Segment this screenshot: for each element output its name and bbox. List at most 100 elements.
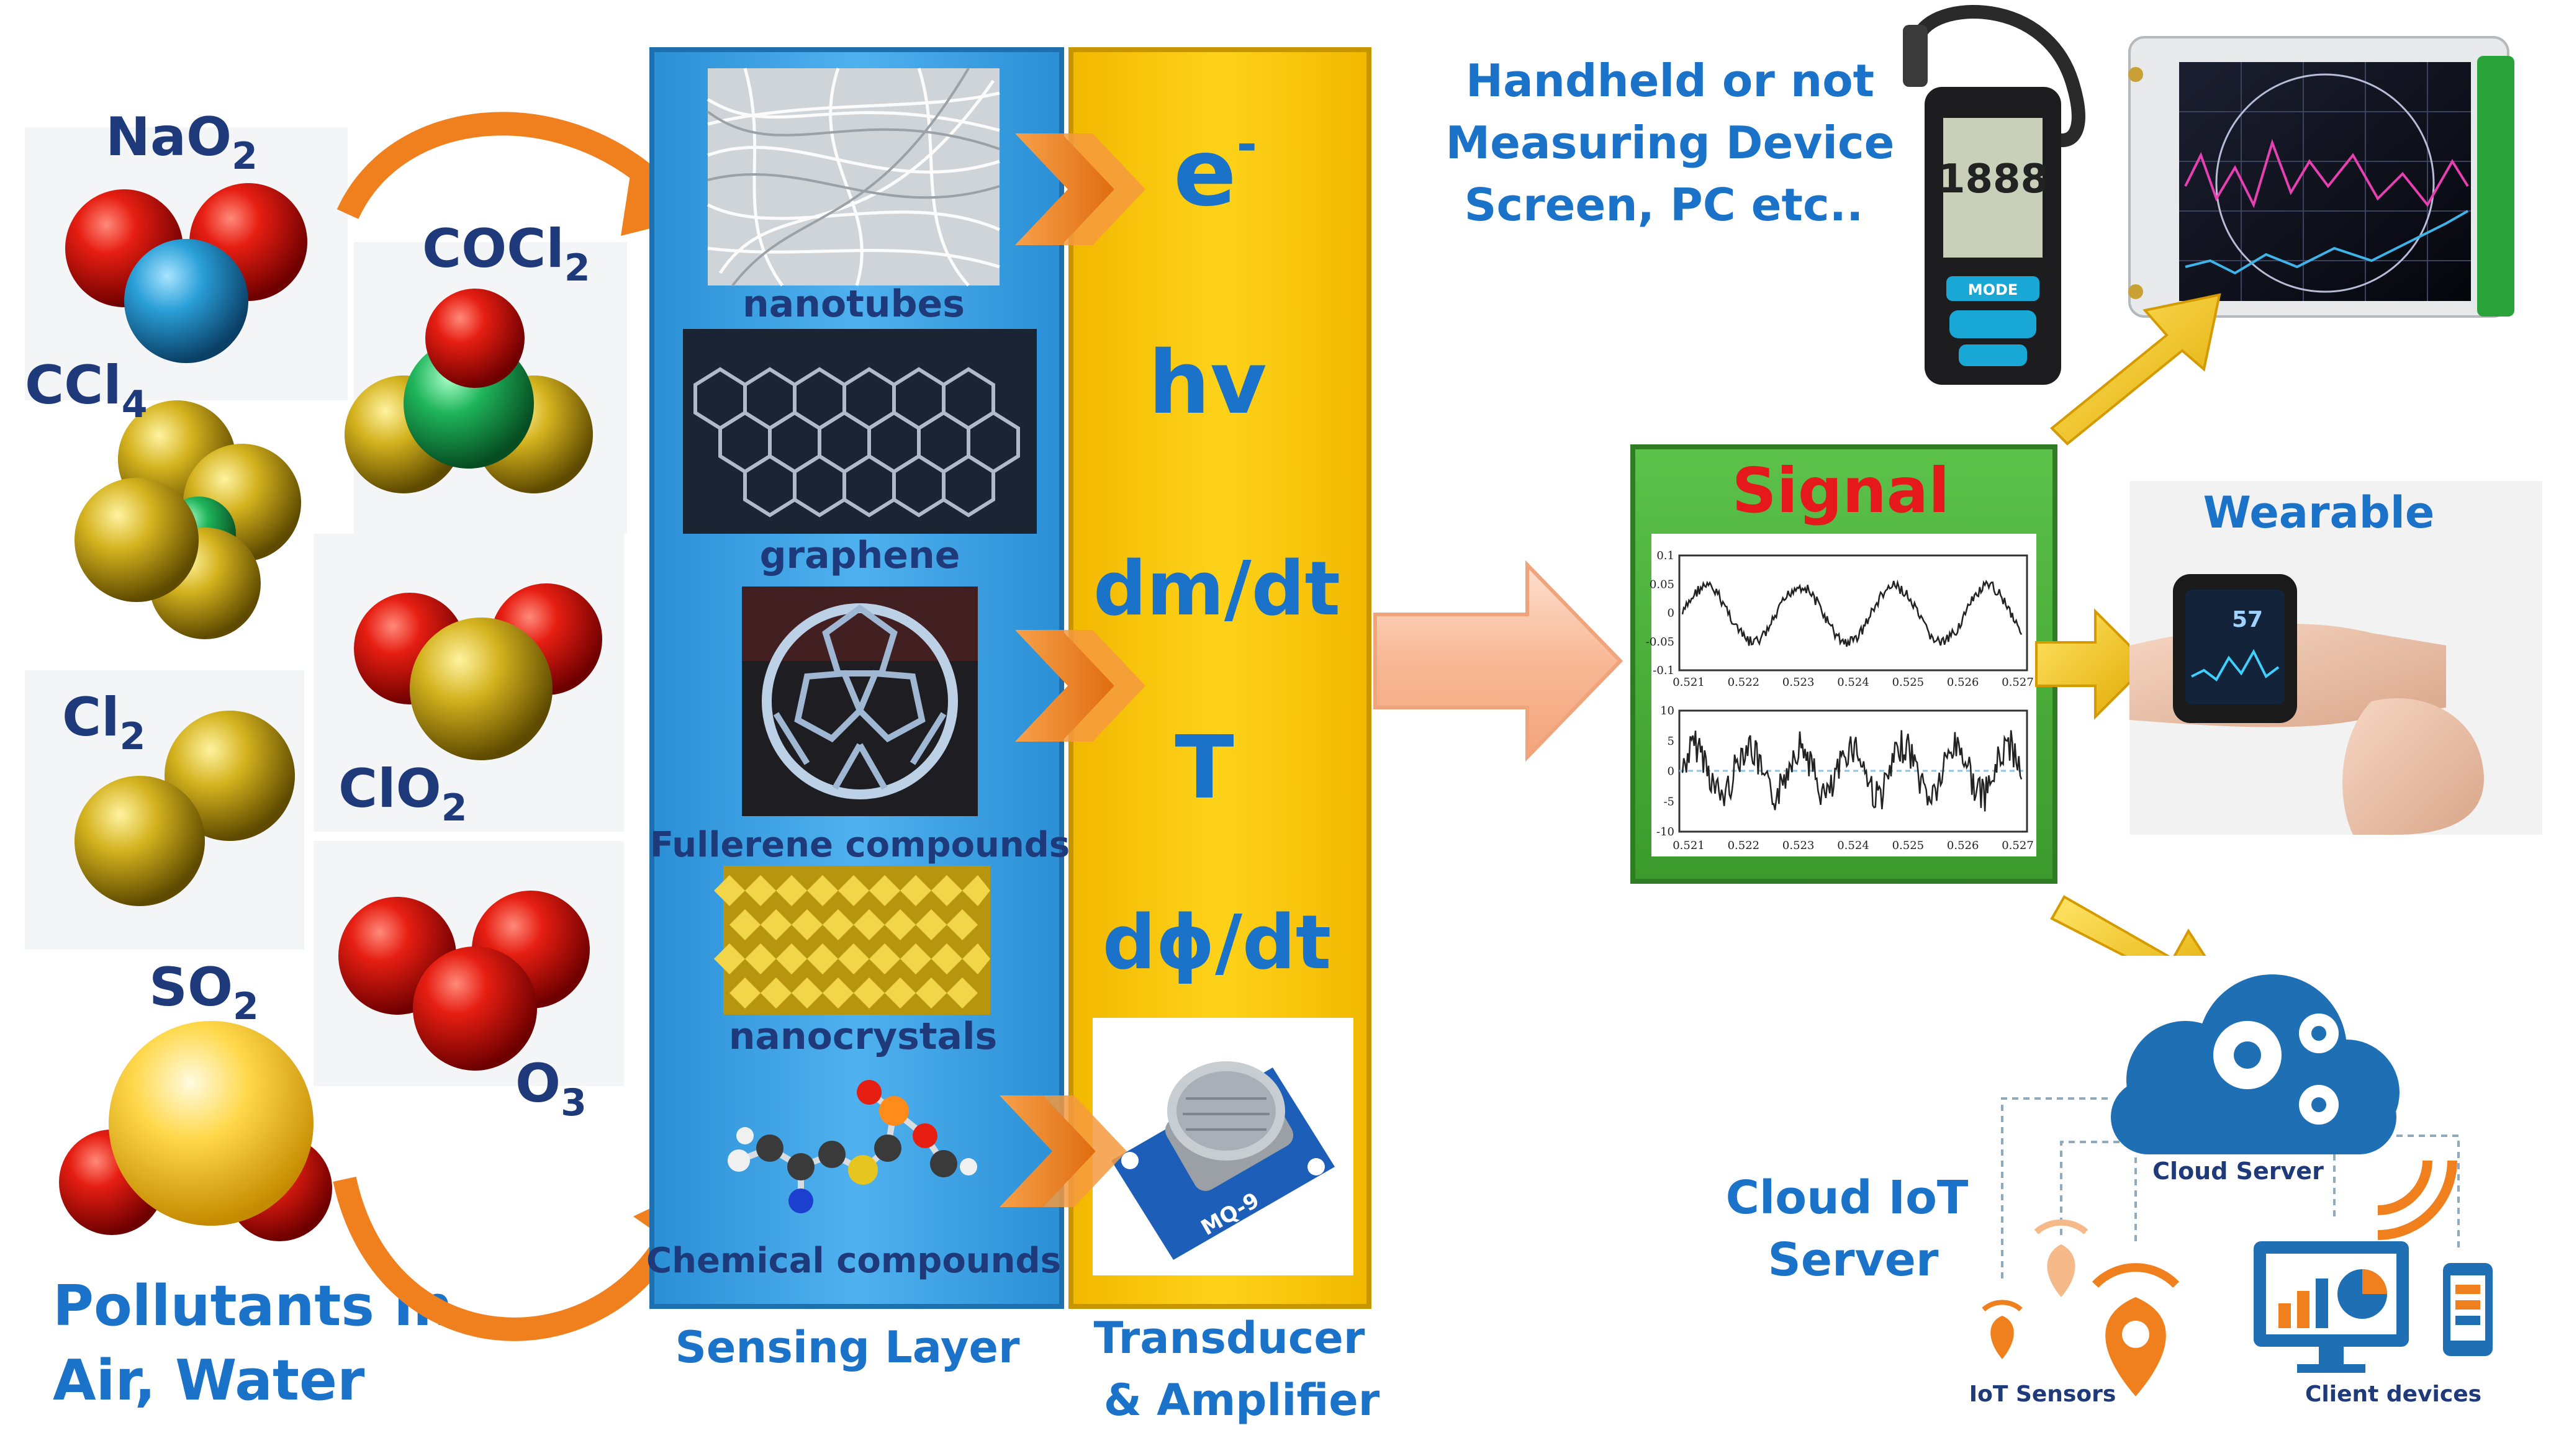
x-tick-label: 0.527 bbox=[2002, 676, 2034, 689]
clo2-molecule bbox=[354, 583, 602, 760]
pollutants-label-line2: Air, Water bbox=[53, 1348, 365, 1413]
clo2-label: ClO2 bbox=[338, 758, 467, 830]
iot-sensor-icon bbox=[2034, 1219, 2088, 1297]
signal-title: Signal bbox=[1732, 454, 1950, 527]
quantity-hv: hv bbox=[1149, 333, 1267, 434]
signal-panel: Signal 0.1 0.05 0 -0.05 -0.1 0.521 0.522 0.523… bbox=[1630, 444, 2057, 884]
fullerene-image bbox=[742, 586, 978, 816]
cl2-label: Cl2 bbox=[62, 686, 145, 758]
top-y-tick-label: 0.1 bbox=[1656, 549, 1674, 562]
graphene-image bbox=[683, 329, 1037, 534]
sensing-item-nanocrystals: nanocrystals bbox=[729, 1015, 998, 1058]
top-plot-frame bbox=[1678, 554, 2028, 672]
x-tick-label: 0.521 bbox=[1673, 676, 1705, 689]
top-y-tick-label: 0.05 bbox=[1650, 578, 1674, 591]
handheld-label-line3: Screen, PC etc.. bbox=[1465, 179, 1864, 231]
transducer-column: e- hv dm/dt T dϕ/dt MQ-9 bbox=[1068, 47, 1371, 1309]
top-y-tick-label: -0.05 bbox=[1646, 636, 1674, 649]
cloud-iot-panel: Cloud Server IoT Sensors bbox=[1962, 956, 2505, 1431]
handheld-meter-image: 1888 MODE bbox=[1903, 5, 2085, 385]
ccl4-molecule bbox=[74, 400, 301, 639]
wearable-label: Wearable bbox=[2203, 487, 2435, 538]
top-signal-trace bbox=[1681, 579, 2023, 647]
meter-mode-button: MODE bbox=[1968, 281, 2018, 299]
sensing-item-graphene: graphene bbox=[760, 534, 960, 577]
oscilloscope-device-image bbox=[2128, 36, 2514, 318]
chevron-arrow-icon bbox=[1062, 133, 1145, 245]
iot-sensor-icon bbox=[1982, 1300, 2023, 1359]
cloud-iot-label-line2: Server bbox=[1768, 1233, 1939, 1287]
phone-icon bbox=[2443, 1263, 2493, 1356]
bottom-y-tick-label: 10 bbox=[1660, 704, 1674, 717]
chevron-arrow-icon bbox=[1043, 1095, 1127, 1207]
sensing-item-chemical-compounds: Chemical compounds bbox=[646, 1241, 1061, 1281]
chevron-arrow-icon bbox=[1015, 630, 1114, 742]
x-tick-label: 0.523 bbox=[1782, 839, 1815, 852]
x-tick-label: 0.525 bbox=[1892, 676, 1925, 689]
client-devices-label: Client devices bbox=[2305, 1382, 2481, 1407]
handheld-label-line1: Handheld or not bbox=[1466, 55, 1874, 107]
x-tick-label: 0.524 bbox=[1837, 676, 1869, 689]
cl2-molecule bbox=[74, 711, 295, 906]
monitor-icon bbox=[2254, 1241, 2409, 1373]
x-tick-label: 0.522 bbox=[1728, 839, 1760, 852]
sensing-layer-column: nanotubes bbox=[646, 47, 1070, 1309]
top-y-tick-label: -0.1 bbox=[1653, 664, 1674, 677]
cloud-iot-label-line1: Cloud IoT bbox=[1726, 1171, 1969, 1225]
sensing-item-fullerene: Fullerene compounds bbox=[650, 825, 1070, 865]
watch-digits: 57 bbox=[2232, 607, 2263, 632]
o3-molecule bbox=[338, 891, 590, 1071]
ccl4-label: CCl4 bbox=[25, 354, 147, 426]
bottom-signal-trace bbox=[1681, 730, 2023, 812]
bottom-y-tick-label: 0 bbox=[1668, 765, 1674, 778]
chevron-arrow-icon bbox=[1015, 133, 1114, 245]
x-tick-label: 0.527 bbox=[2002, 839, 2034, 852]
quantity-dm-dt: dm/dt bbox=[1093, 546, 1340, 632]
wifi-icon bbox=[2377, 1160, 2457, 1240]
bottom-y-tick-label: 5 bbox=[1668, 735, 1674, 748]
so2-label: SO2 bbox=[149, 956, 259, 1028]
quantity-dphi-dt: dϕ/dt bbox=[1103, 900, 1332, 986]
signal-plot-area bbox=[1651, 534, 2036, 856]
x-tick-label: 0.526 bbox=[1947, 676, 1979, 689]
chevron-arrows bbox=[1000, 133, 1145, 1207]
transducer-title-line1: Transducer bbox=[1094, 1313, 1365, 1364]
arrow-to-wearable bbox=[2035, 608, 2150, 720]
top-curved-arrow bbox=[336, 112, 666, 220]
cocl2-label: COCl2 bbox=[422, 218, 590, 290]
top-y-tick-label: 0 bbox=[1668, 607, 1674, 620]
sensing-item-nanotubes: nanotubes bbox=[743, 282, 965, 326]
bottom-curved-arrow bbox=[333, 1176, 681, 1341]
gas-sensor-module-image: MQ-9 bbox=[1093, 1018, 1353, 1275]
x-tick-label: 0.522 bbox=[1728, 676, 1760, 689]
nao2-molecule bbox=[65, 183, 307, 363]
x-tick-label: 0.525 bbox=[1892, 839, 1925, 852]
bottom-y-tick-label: -5 bbox=[1663, 795, 1674, 808]
chemical-compound-image bbox=[728, 1080, 977, 1213]
x-tick-label: 0.524 bbox=[1837, 839, 1869, 852]
cocl2-molecule bbox=[345, 289, 593, 493]
chevron-arrow-icon bbox=[1000, 1095, 1096, 1207]
meter-digits: 1888 bbox=[1938, 156, 2048, 202]
top-y-ticks: 0.1 0.05 0 -0.05 -0.1 bbox=[1646, 549, 1674, 677]
x-tick-label: 0.521 bbox=[1673, 839, 1705, 852]
quantity-temperature: T bbox=[1175, 717, 1234, 819]
nao2-label: NaO2 bbox=[106, 106, 258, 178]
molecules-panel: NaO2 COCl2 CCl4 ClO2 C bbox=[25, 106, 627, 1413]
chevron-arrow-icon bbox=[1062, 630, 1145, 742]
nanocrystals-image bbox=[714, 866, 990, 1015]
o3-label: O3 bbox=[515, 1053, 587, 1125]
iot-sensor-icon bbox=[2092, 1263, 2180, 1396]
transducer-to-signal-arrow bbox=[1373, 560, 1623, 762]
iot-sensors-label: IoT Sensors bbox=[1969, 1382, 2116, 1407]
nanotubes-image bbox=[707, 67, 1000, 287]
quantity-electron: e- bbox=[1173, 115, 1257, 227]
cloud-server-label: Cloud Server bbox=[2152, 1157, 2324, 1185]
bottom-x-ticks: 0.521 0.522 0.523 0.524 0.525 0.526 0.527 bbox=[1673, 839, 2034, 852]
handheld-label-line2: Measuring Device bbox=[1446, 117, 1895, 169]
x-tick-label: 0.526 bbox=[1947, 839, 1979, 852]
sensing-layer-title: Sensing Layer bbox=[675, 1322, 1019, 1373]
